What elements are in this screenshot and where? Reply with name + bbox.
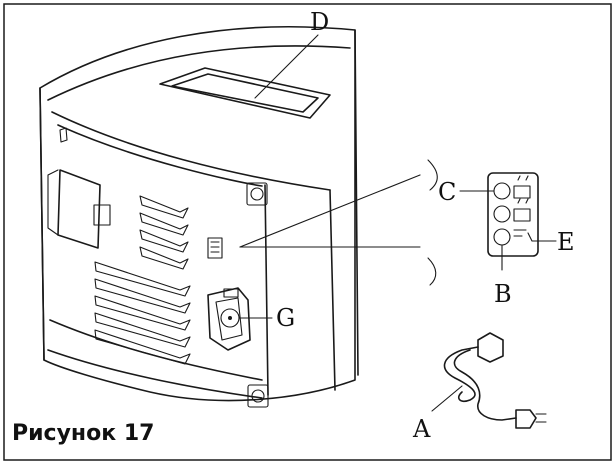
label-e: E bbox=[557, 228, 575, 256]
figure-caption: Рисунок 17 bbox=[12, 421, 154, 446]
power-cord bbox=[443, 332, 547, 429]
screw-top bbox=[246, 182, 268, 206]
label-d: D bbox=[310, 8, 329, 36]
zoom-lines bbox=[239, 159, 438, 286]
leader-lines bbox=[239, 34, 557, 412]
connector-middle bbox=[493, 205, 511, 223]
label-g: G bbox=[276, 304, 295, 332]
power-inlet bbox=[207, 287, 251, 351]
label-b: B bbox=[494, 280, 512, 308]
figure-frame bbox=[3, 3, 612, 461]
screw-bottom bbox=[247, 384, 269, 408]
connector-top bbox=[493, 182, 511, 200]
handle-opening bbox=[159, 67, 331, 119]
device-body bbox=[39, 26, 359, 402]
side-latch-panel bbox=[47, 127, 111, 249]
connector-panel bbox=[487, 172, 539, 257]
connector-bottom bbox=[493, 228, 511, 246]
label-c: C bbox=[438, 178, 456, 206]
label-a: A bbox=[412, 415, 431, 443]
indicator-block bbox=[207, 237, 223, 259]
ventilation-slots bbox=[94, 195, 191, 365]
